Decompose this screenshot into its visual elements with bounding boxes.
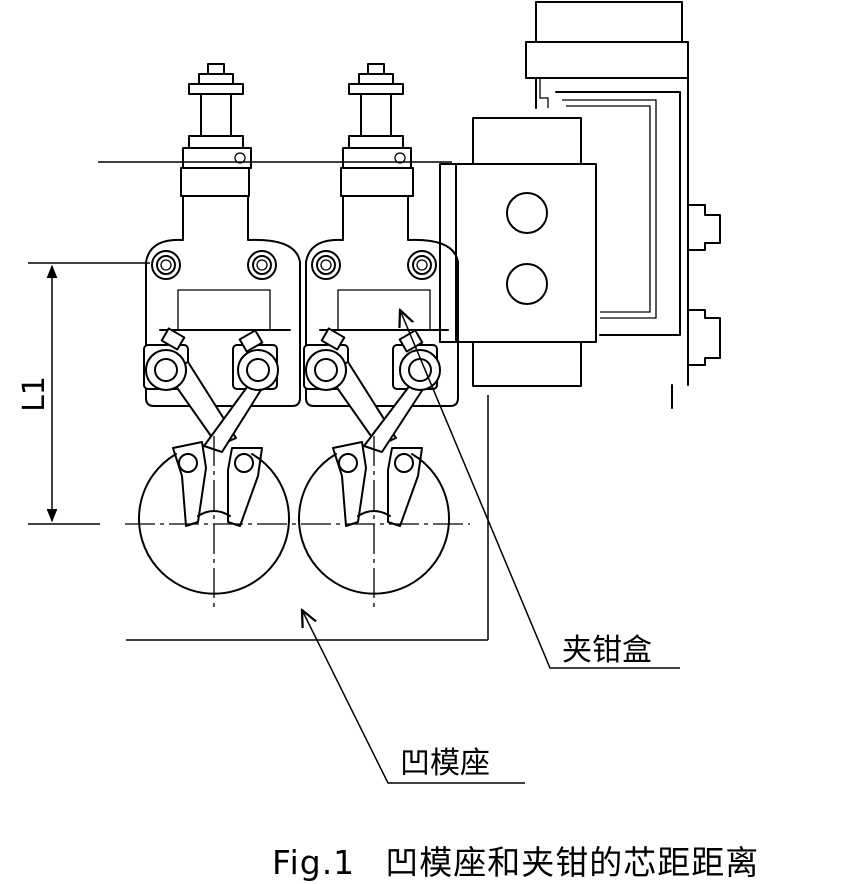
clamp-box [439, 1, 721, 409]
clamp-unit-left [143, 63, 301, 527]
dimension-lines [28, 161, 489, 641]
clamp-box-label: 夹钳盒 [562, 633, 652, 668]
clamp-unit-right [303, 63, 459, 527]
leader-clamp-box [400, 310, 680, 669]
figure-title: 凹模座和夹钳的芯距距离 [385, 843, 760, 882]
die-seat-label: 凹模座 [400, 746, 490, 781]
dimension-label-l1: L1 [17, 376, 52, 412]
figure-caption: Fig.1 凹模座和夹钳的芯距距离 [272, 836, 843, 884]
leader-die-seat [302, 610, 525, 784]
figure-number: Fig.1 [272, 843, 356, 882]
